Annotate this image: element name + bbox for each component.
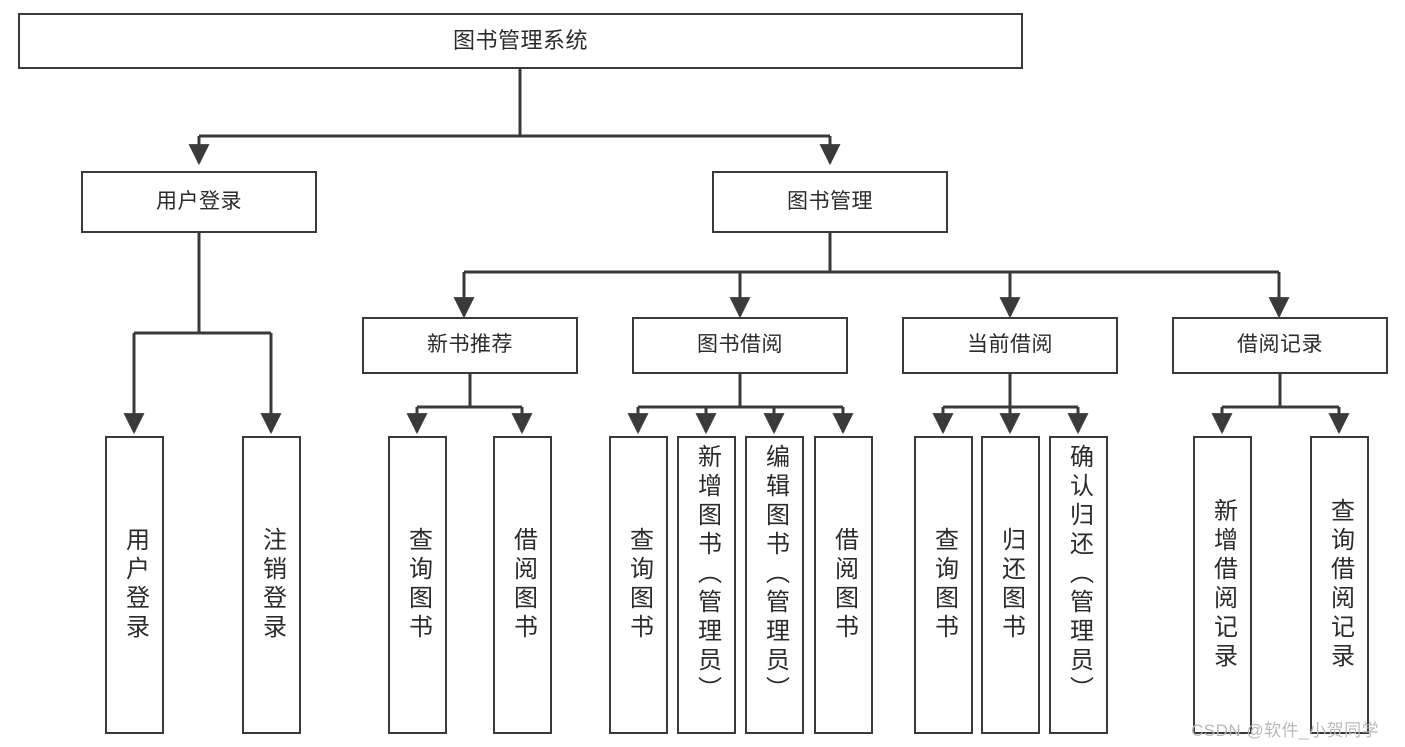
node-book-management[interactable]: 图书管理	[712, 171, 948, 233]
node-label: 借阅图书	[830, 527, 858, 643]
leaf-user-login-login[interactable]: 用户登录	[105, 436, 164, 734]
leaf-borrow-record-query-record[interactable]: 查询借阅记录	[1310, 436, 1369, 734]
csdn-watermark: CSDN @软件_小贺同学	[1191, 721, 1380, 740]
node-label: 图书管理系统	[452, 28, 588, 54]
node-label: 借阅图书	[509, 527, 537, 643]
leaf-book-borrow-add-book-admin[interactable]: 新增图书（管理员）	[677, 436, 736, 734]
node-label: 注销登录	[258, 527, 286, 643]
node-label: 查询借阅记录	[1326, 498, 1354, 672]
node-label: 当前借阅	[967, 333, 1053, 357]
leaf-book-borrow-query-book[interactable]: 查询图书	[609, 436, 668, 734]
node-label: 图书管理	[787, 189, 873, 213]
node-label: 新增图书（管理员）	[693, 444, 721, 705]
leaf-book-borrow-edit-book-admin[interactable]: 编辑图书（管理员）	[745, 436, 804, 734]
leaf-current-borrow-query-book[interactable]: 查询图书	[914, 436, 973, 734]
node-current-borrow[interactable]: 当前借阅	[902, 317, 1118, 374]
node-label: 确认归还（管理员）	[1065, 444, 1093, 705]
leaf-new-book-query-book[interactable]: 查询图书	[388, 436, 447, 734]
node-label: 查询图书	[625, 527, 653, 643]
leaf-book-borrow-borrow-book[interactable]: 借阅图书	[814, 436, 873, 734]
node-label: 用户登录	[121, 527, 149, 643]
node-label: 编辑图书（管理员）	[761, 444, 789, 705]
leaf-current-borrow-confirm-return-admin[interactable]: 确认归还（管理员）	[1049, 436, 1108, 734]
leaf-current-borrow-return-book[interactable]: 归还图书	[981, 436, 1040, 734]
node-label: 查询图书	[404, 527, 432, 643]
node-label: 新书推荐	[427, 333, 513, 357]
leaf-new-book-borrow-book[interactable]: 借阅图书	[493, 436, 552, 734]
node-label: 归还图书	[997, 527, 1025, 643]
node-root-book-management-system[interactable]: 图书管理系统	[18, 13, 1023, 69]
node-book-borrow[interactable]: 图书借阅	[632, 317, 848, 374]
node-borrow-record[interactable]: 借阅记录	[1172, 317, 1388, 374]
node-label: 用户登录	[156, 189, 242, 213]
node-label: 查询图书	[930, 527, 958, 643]
leaf-borrow-record-add-record[interactable]: 新增借阅记录	[1193, 436, 1252, 734]
node-label: 图书借阅	[697, 333, 783, 357]
leaf-user-login-logout[interactable]: 注销登录	[242, 436, 301, 734]
node-new-book-recommend[interactable]: 新书推荐	[362, 317, 578, 374]
node-user-login[interactable]: 用户登录	[81, 171, 317, 233]
node-label: 借阅记录	[1237, 333, 1323, 357]
node-label: 新增借阅记录	[1209, 498, 1237, 672]
